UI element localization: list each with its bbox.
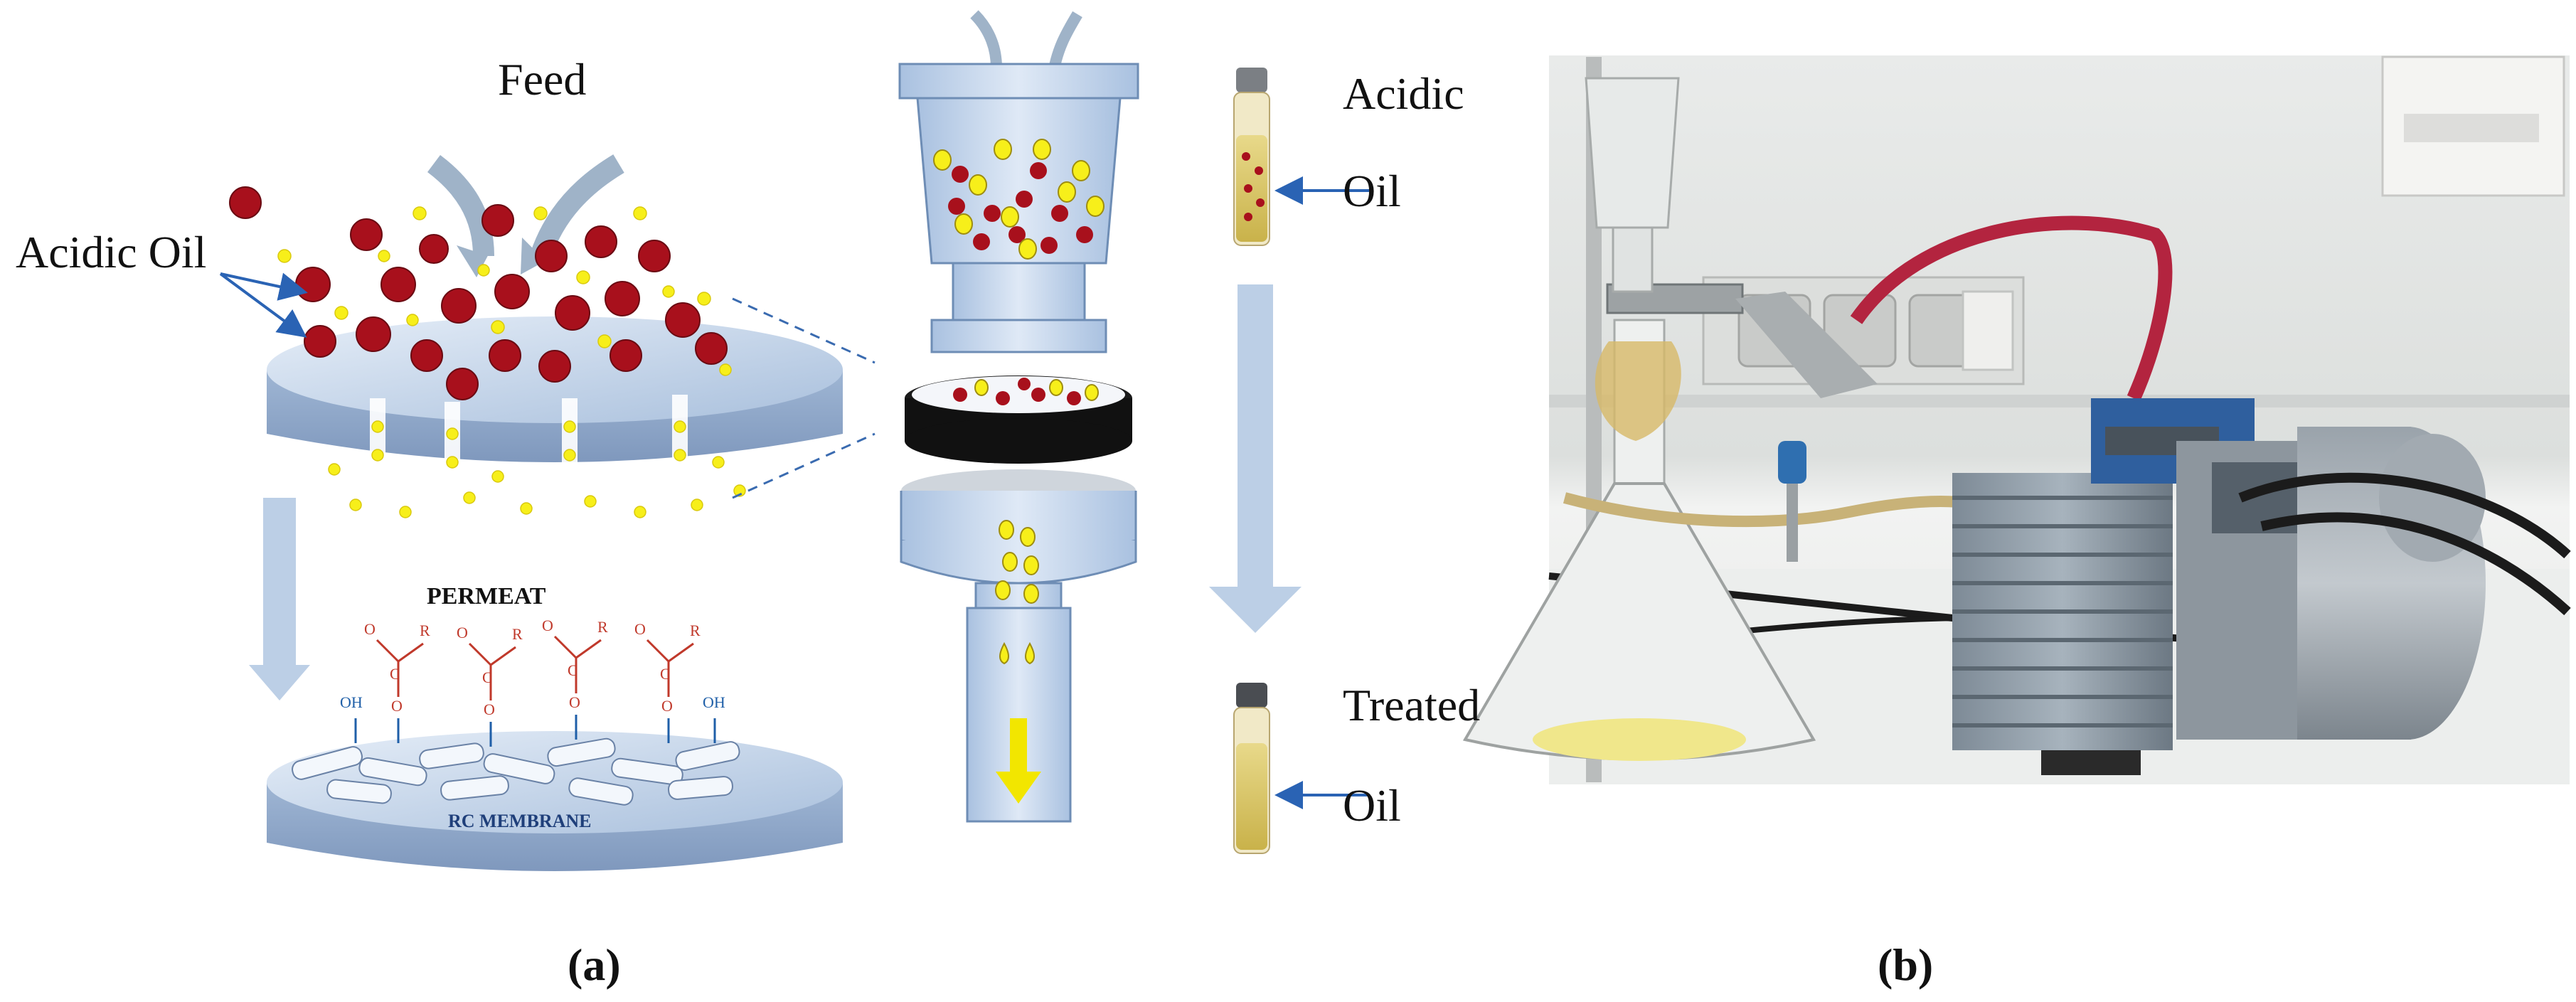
- reservoir-oil-droplets: [933, 139, 1105, 260]
- reservoir-acid-droplets: [948, 162, 1093, 254]
- vacuum-tube: [1850, 215, 2173, 402]
- chem-c-4: C: [660, 665, 671, 683]
- chem-r-1: R: [420, 622, 430, 639]
- feed-label: Feed: [498, 54, 587, 105]
- vial-bottom-label-line2: Oil: [1343, 780, 1401, 831]
- chem-o-7: O: [634, 620, 646, 638]
- treatment-flow-arrow: [1238, 284, 1273, 590]
- chem-r-4: R: [690, 622, 701, 639]
- pointer-arrow-lower: [219, 272, 307, 338]
- ester-groups: [376, 635, 694, 700]
- vial-bottom-label-line1: Treated: [1343, 680, 1481, 730]
- filtrate-arrow: [996, 772, 1041, 804]
- oil-droplets: [277, 206, 746, 518]
- down-flow-arrow: [263, 498, 296, 668]
- caption-a: (a): [568, 939, 621, 990]
- acid-droplets: [229, 186, 728, 400]
- chem-o-2: O: [391, 697, 403, 715]
- chem-o-1: O: [364, 620, 376, 638]
- chem-o-5: O: [542, 617, 553, 634]
- chem-o-3: O: [457, 624, 468, 641]
- vial-top-label-line2: Oil: [1343, 166, 1401, 216]
- bond-lines: [354, 715, 716, 747]
- chem-c-2: C: [482, 668, 493, 686]
- permeat-label: PERMEAT: [427, 583, 546, 609]
- acidic-oil-label: Acidic Oil: [16, 227, 207, 277]
- lab-photo: [1462, 55, 2571, 784]
- filter-funnel: [898, 10, 1139, 823]
- feed-arrow-left: [427, 155, 494, 257]
- membrane-schematic: [219, 154, 875, 871]
- chem-r-2: R: [512, 625, 523, 643]
- chem-r-3: R: [597, 618, 608, 636]
- vial-acidic: [1233, 68, 1270, 246]
- caption-b: (b): [1878, 939, 1934, 990]
- chem-o-8: O: [661, 697, 673, 715]
- vial-top-label-line1: Acidic: [1343, 68, 1464, 119]
- chem-oh-right: OH: [703, 693, 725, 711]
- vial-treated: [1233, 683, 1270, 854]
- pointer-arrow-upper: [220, 272, 308, 301]
- chem-oh-left: OH: [340, 693, 363, 711]
- chem-o-6: O: [569, 693, 580, 711]
- rc-membrane-label: RC MEMBRANE: [448, 811, 592, 831]
- cellulose-fibers: [292, 737, 740, 806]
- chem-c-3: C: [568, 661, 578, 679]
- chem-o-4: O: [484, 700, 495, 718]
- chem-c-1: C: [390, 665, 400, 683]
